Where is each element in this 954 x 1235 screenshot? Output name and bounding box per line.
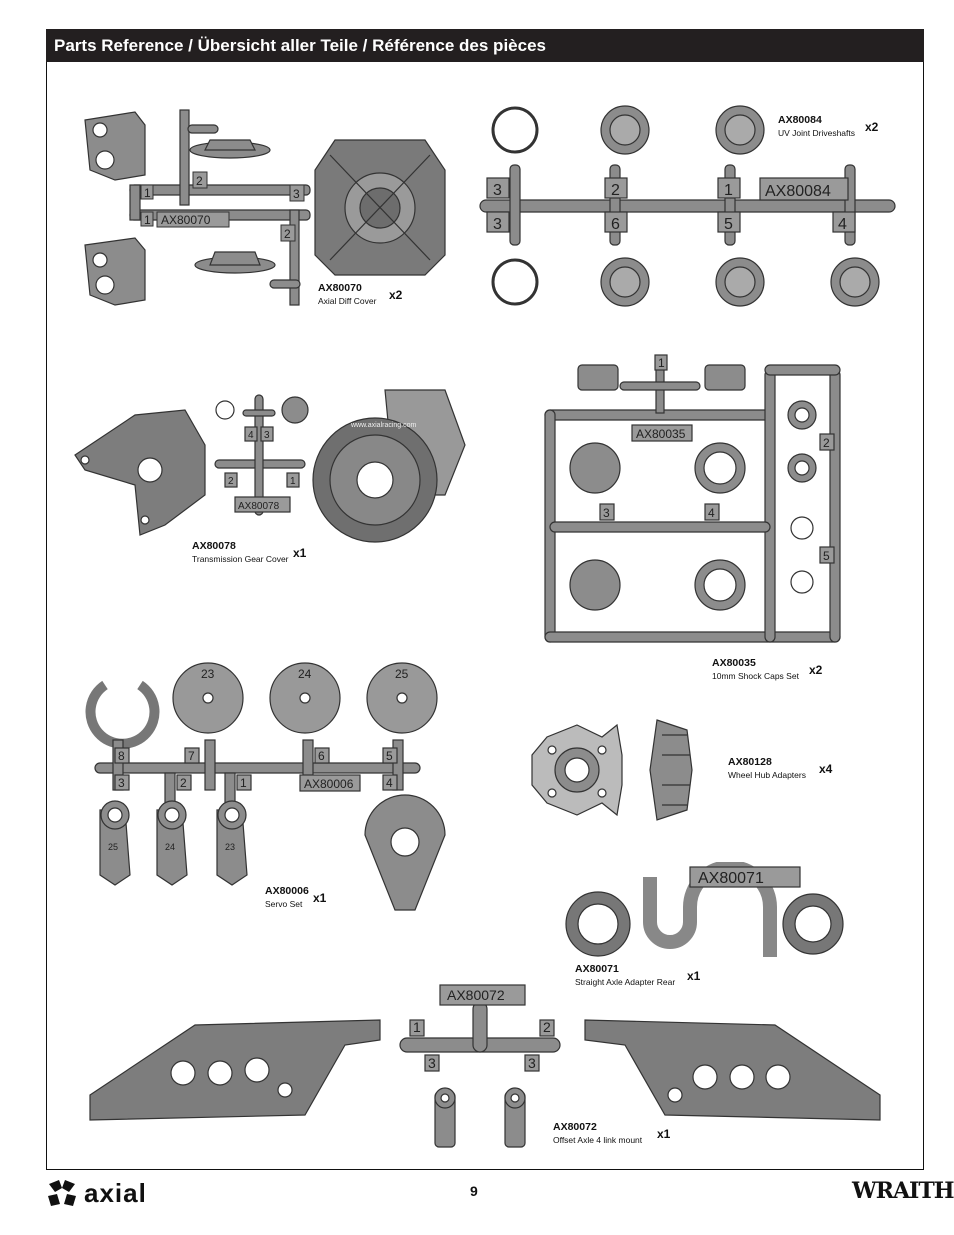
- sprue-number: 25: [395, 667, 409, 681]
- sprue-number: 5: [823, 549, 830, 563]
- ax80035-illustration: AX80035 1 3 4 2 5: [544, 354, 841, 643]
- sprue-number: 6: [318, 749, 325, 763]
- part-desc: UV Joint Driveshafts: [778, 128, 855, 138]
- sprue-tag: AX80072: [447, 987, 505, 1003]
- ax80078-illustration: 4 3 2 1 AX80078 www.axialracing.com: [74, 389, 466, 543]
- sprue-tag: AX80006: [304, 777, 354, 791]
- page-title: Parts Reference / Übersicht aller Teile …: [46, 29, 924, 62]
- part-label-ax80035: AX80035 10mm Shock Caps Set: [712, 657, 799, 683]
- sprue-number: 3: [428, 1055, 436, 1071]
- part-code: AX80006: [265, 885, 309, 897]
- sprue-number: 5: [724, 216, 733, 233]
- part-label-ax80070: AX80070 Axial Diff Cover: [318, 282, 376, 308]
- part-code: AX80128: [728, 756, 772, 768]
- part-label-ax80084: AX80084 UV Joint Driveshafts: [778, 114, 855, 140]
- part-qty: x2: [389, 288, 403, 302]
- sprue-number: 24: [298, 667, 312, 681]
- sprue-number: 2: [543, 1019, 551, 1035]
- sprue-tag: AX80071: [698, 870, 764, 887]
- sprue-number: 1: [240, 776, 247, 790]
- part-qty: x2: [865, 120, 879, 134]
- sprue-number: 1: [144, 186, 151, 200]
- part-desc: Straight Axle Adapter Rear: [575, 977, 676, 987]
- sprue-number: 5: [386, 749, 393, 763]
- sprue-number: 23: [225, 842, 235, 852]
- sprue-number: 4: [708, 506, 715, 520]
- sprue-number: 2: [196, 174, 203, 188]
- part-code: AX80072: [553, 1121, 597, 1133]
- brand-axial: axial: [84, 1178, 147, 1208]
- part-label-ax80071: AX80071 Straight Axle Adapter Rear: [575, 963, 675, 989]
- part-desc: Axial Diff Cover: [318, 296, 377, 306]
- sprue-number: 4: [386, 776, 393, 790]
- sprue-number: 25: [108, 842, 118, 852]
- sprue-number: 8: [118, 749, 125, 763]
- sprue-number: 6: [611, 216, 620, 233]
- ax80128-illustration: [531, 719, 693, 821]
- part-desc: Offset Axle 4 link mount: [553, 1135, 643, 1145]
- part-qty: x1: [657, 1127, 671, 1141]
- part-code: AX80078: [192, 540, 236, 552]
- part-desc: Servo Set: [265, 899, 303, 909]
- sprue-number: 2: [180, 776, 187, 790]
- part-desc: Wheel Hub Adapters: [728, 770, 806, 780]
- part-code: AX80071: [575, 963, 619, 975]
- sprue-number: 2: [823, 436, 830, 450]
- ax80072-illustration: AX80072 1 2 3 3: [89, 984, 881, 1148]
- part-qty: x1: [313, 891, 327, 905]
- sprue-number: 2: [611, 182, 620, 199]
- sprue-number: 1: [413, 1019, 421, 1035]
- sprue-number: 23: [201, 667, 215, 681]
- axial-logo-icon: [48, 1180, 76, 1206]
- sprue-number: 3: [293, 187, 300, 201]
- brand-wraith: WRAITH: [852, 1178, 954, 1204]
- part-qty: x2: [809, 663, 823, 677]
- part-code: AX80070: [318, 282, 362, 294]
- sprue-number: 3: [118, 776, 125, 790]
- page-number: 9: [470, 1183, 478, 1199]
- part-label-ax80072: AX80072 Offset Axle 4 link mount: [553, 1121, 642, 1147]
- sprue-tag: AX80078: [238, 501, 280, 512]
- sprue-number: 3: [528, 1055, 536, 1071]
- part-label-ax80006: AX80006 Servo Set: [265, 885, 309, 911]
- ax80084-illustration: 3 3 2 6 1 5 4 AX80084: [479, 105, 896, 307]
- part-qty: x1: [293, 546, 307, 560]
- part-code: AX80084: [778, 114, 822, 126]
- sprue-number: 2: [284, 227, 291, 241]
- sprue-number: 2: [228, 476, 234, 487]
- ax80071-illustration: AX80071: [565, 862, 844, 957]
- sprue-rim-text: www.axialracing.com: [350, 422, 417, 429]
- part-code: AX80035: [712, 657, 756, 669]
- part-desc: Transmission Gear Cover: [192, 554, 289, 564]
- part-label-ax80078: AX80078 Transmission Gear Cover: [192, 540, 289, 566]
- sprue-number: 7: [188, 749, 195, 763]
- sprue-number: 1: [724, 182, 733, 199]
- sprue-number: 3: [603, 506, 610, 520]
- sprue-number: 3: [493, 182, 502, 199]
- sprue-tag: AX80070: [161, 213, 211, 227]
- part-desc: 10mm Shock Caps Set: [712, 671, 799, 681]
- part-label-ax80128: AX80128 Wheel Hub Adapters: [728, 756, 806, 782]
- sprue-number: 3: [493, 216, 502, 233]
- sprue-number: 1: [144, 213, 151, 227]
- sprue-number: 4: [248, 430, 254, 441]
- sprue-tag: AX80035: [636, 427, 686, 441]
- sprue-number: 1: [290, 476, 296, 487]
- part-qty: x4: [819, 762, 833, 776]
- sprue-tag: AX80084: [765, 183, 831, 200]
- sprue-number: 3: [264, 430, 270, 441]
- sprue-number: 4: [838, 216, 847, 233]
- ax80006-illustration: 23 24 25 8 7 6 5 3 2 1 4 AX80006 25 24 2…: [85, 662, 446, 911]
- part-qty: x1: [687, 969, 701, 983]
- ax80070-illustration: AX80070 1 1 2 2 3: [84, 109, 446, 306]
- sprue-number: 24: [165, 842, 175, 852]
- sprue-number: 1: [658, 356, 665, 370]
